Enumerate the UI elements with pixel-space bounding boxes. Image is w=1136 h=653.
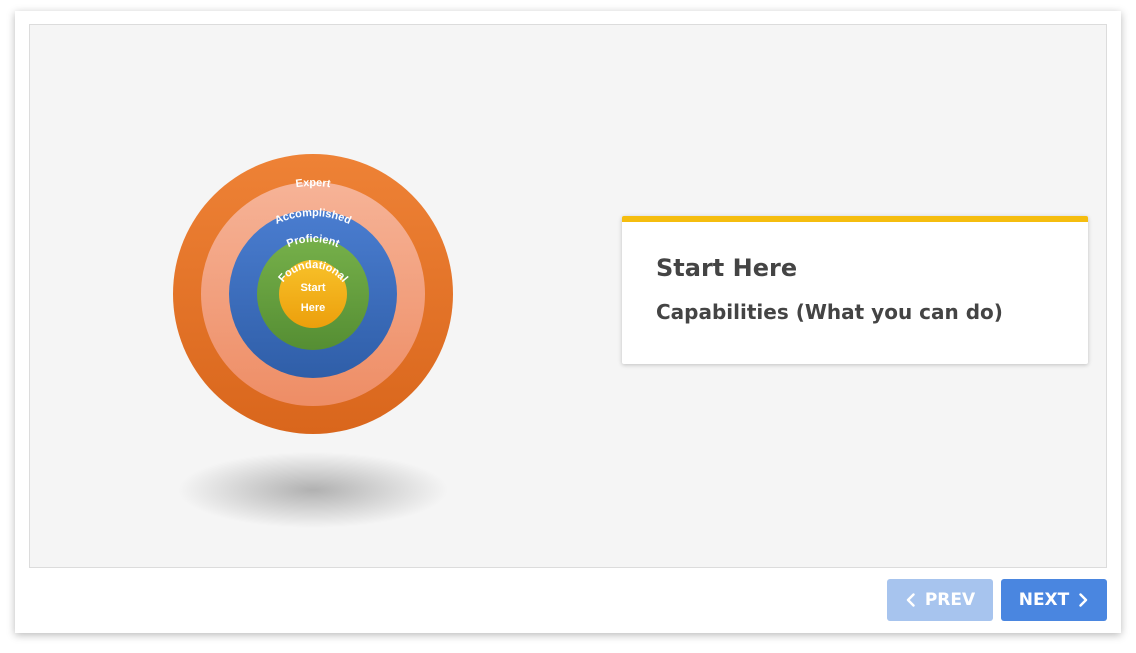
slide-stage: Expert Accomplished Proficient Foundatio…: [29, 24, 1107, 568]
prev-button-label: PREV: [924, 590, 976, 610]
slide-frame: Expert Accomplished Proficient Foundatio…: [15, 11, 1121, 633]
card-subtitle: Capabilities (What you can do): [656, 300, 1003, 324]
svg-text:Proficient: Proficient: [285, 233, 341, 250]
chevron-left-icon: [906, 593, 915, 607]
ring-center: [279, 260, 347, 328]
svg-text:Expert: Expert: [295, 177, 332, 190]
info-card: Start Here Capabilities (What you can do…: [622, 216, 1088, 364]
prev-button[interactable]: PREV: [887, 579, 993, 621]
card-title: Start Here: [656, 254, 798, 282]
capability-rings-diagram: Expert Accomplished Proficient Foundatio…: [170, 154, 460, 544]
next-button[interactable]: NEXT: [1001, 579, 1107, 621]
chevron-right-icon: [1079, 593, 1088, 607]
diagram-shadow: [178, 452, 448, 528]
next-button-label: NEXT: [1018, 590, 1070, 610]
center-label-line2: Here: [301, 302, 325, 314]
center-label-line1: Start: [300, 282, 325, 294]
ring-label-expert: Expert: [295, 177, 332, 190]
ring-label-proficient: Proficient: [285, 233, 341, 250]
